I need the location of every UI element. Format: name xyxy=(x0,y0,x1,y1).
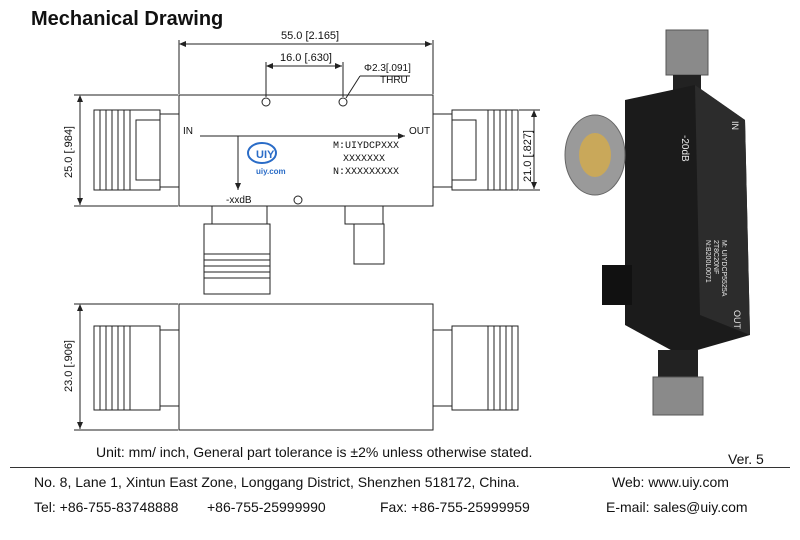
photo-out-label: OUT xyxy=(732,310,742,330)
fax-number: Fax: +86-755-25999959 xyxy=(380,499,530,515)
photo-serial-label: N:B200L0071 xyxy=(704,240,711,283)
photo-in-label: IN xyxy=(730,121,740,130)
logo-text: UIY xyxy=(256,149,275,161)
tel-primary: Tel: +86-755-83748888 xyxy=(34,499,179,515)
dim-side-height-label: 23.0 [.906] xyxy=(63,340,75,392)
hole-note-label: THRU xyxy=(380,75,408,86)
dim-width-label: 55.0 [2.165] xyxy=(281,30,339,42)
coupled-port-label: -xxdB xyxy=(226,195,252,206)
page-title: Mechanical Drawing xyxy=(31,8,224,30)
marking-serial: N:XXXXXXXXX xyxy=(333,167,399,178)
tolerance-note: Unit: mm/ inch, General part tolerance i… xyxy=(96,444,533,460)
footer-divider xyxy=(10,467,790,468)
mechanical-drawing: 55.0 [2.165] 16.0 [.630] Φ2.3[.091] THRU… xyxy=(63,30,540,431)
tel-secondary: +86-755-25999990 xyxy=(207,499,326,515)
dim-height-ports-label: 21.0 [.827] xyxy=(522,130,534,182)
address-text: No. 8, Lane 1, Xintun East Zone, Longgan… xyxy=(34,474,520,490)
marking-model: M:UIYDCPXXX xyxy=(333,141,399,152)
product-photo: IN -20dB M: UIYDCP5525A 2T8C20NF N:B200L… xyxy=(564,29,750,416)
photo-coupling-label: -20dB xyxy=(679,135,690,162)
body-side-view xyxy=(178,303,434,431)
dim-hole-spacing-label: 16.0 [.630] xyxy=(280,52,332,64)
web-link[interactable]: Web: www.uiy.com xyxy=(612,474,729,490)
port-out-label: OUT xyxy=(409,126,430,137)
dim-height-body-label: 25.0 [.984] xyxy=(63,126,75,178)
logo-sub: uiy.com xyxy=(256,167,286,176)
hole-callout-label: Φ2.3[.091] xyxy=(364,63,411,74)
photo-model-label: M: UIYDCP5525A xyxy=(720,240,727,297)
marking-code: XXXXXXX xyxy=(343,154,385,165)
photo-code-label: 2T8C20NF xyxy=(712,240,719,274)
version-label: Ver. 5 xyxy=(728,451,764,467)
port-in-label: IN xyxy=(183,126,193,137)
email-link[interactable]: E-mail: sales@uiy.com xyxy=(606,499,748,515)
